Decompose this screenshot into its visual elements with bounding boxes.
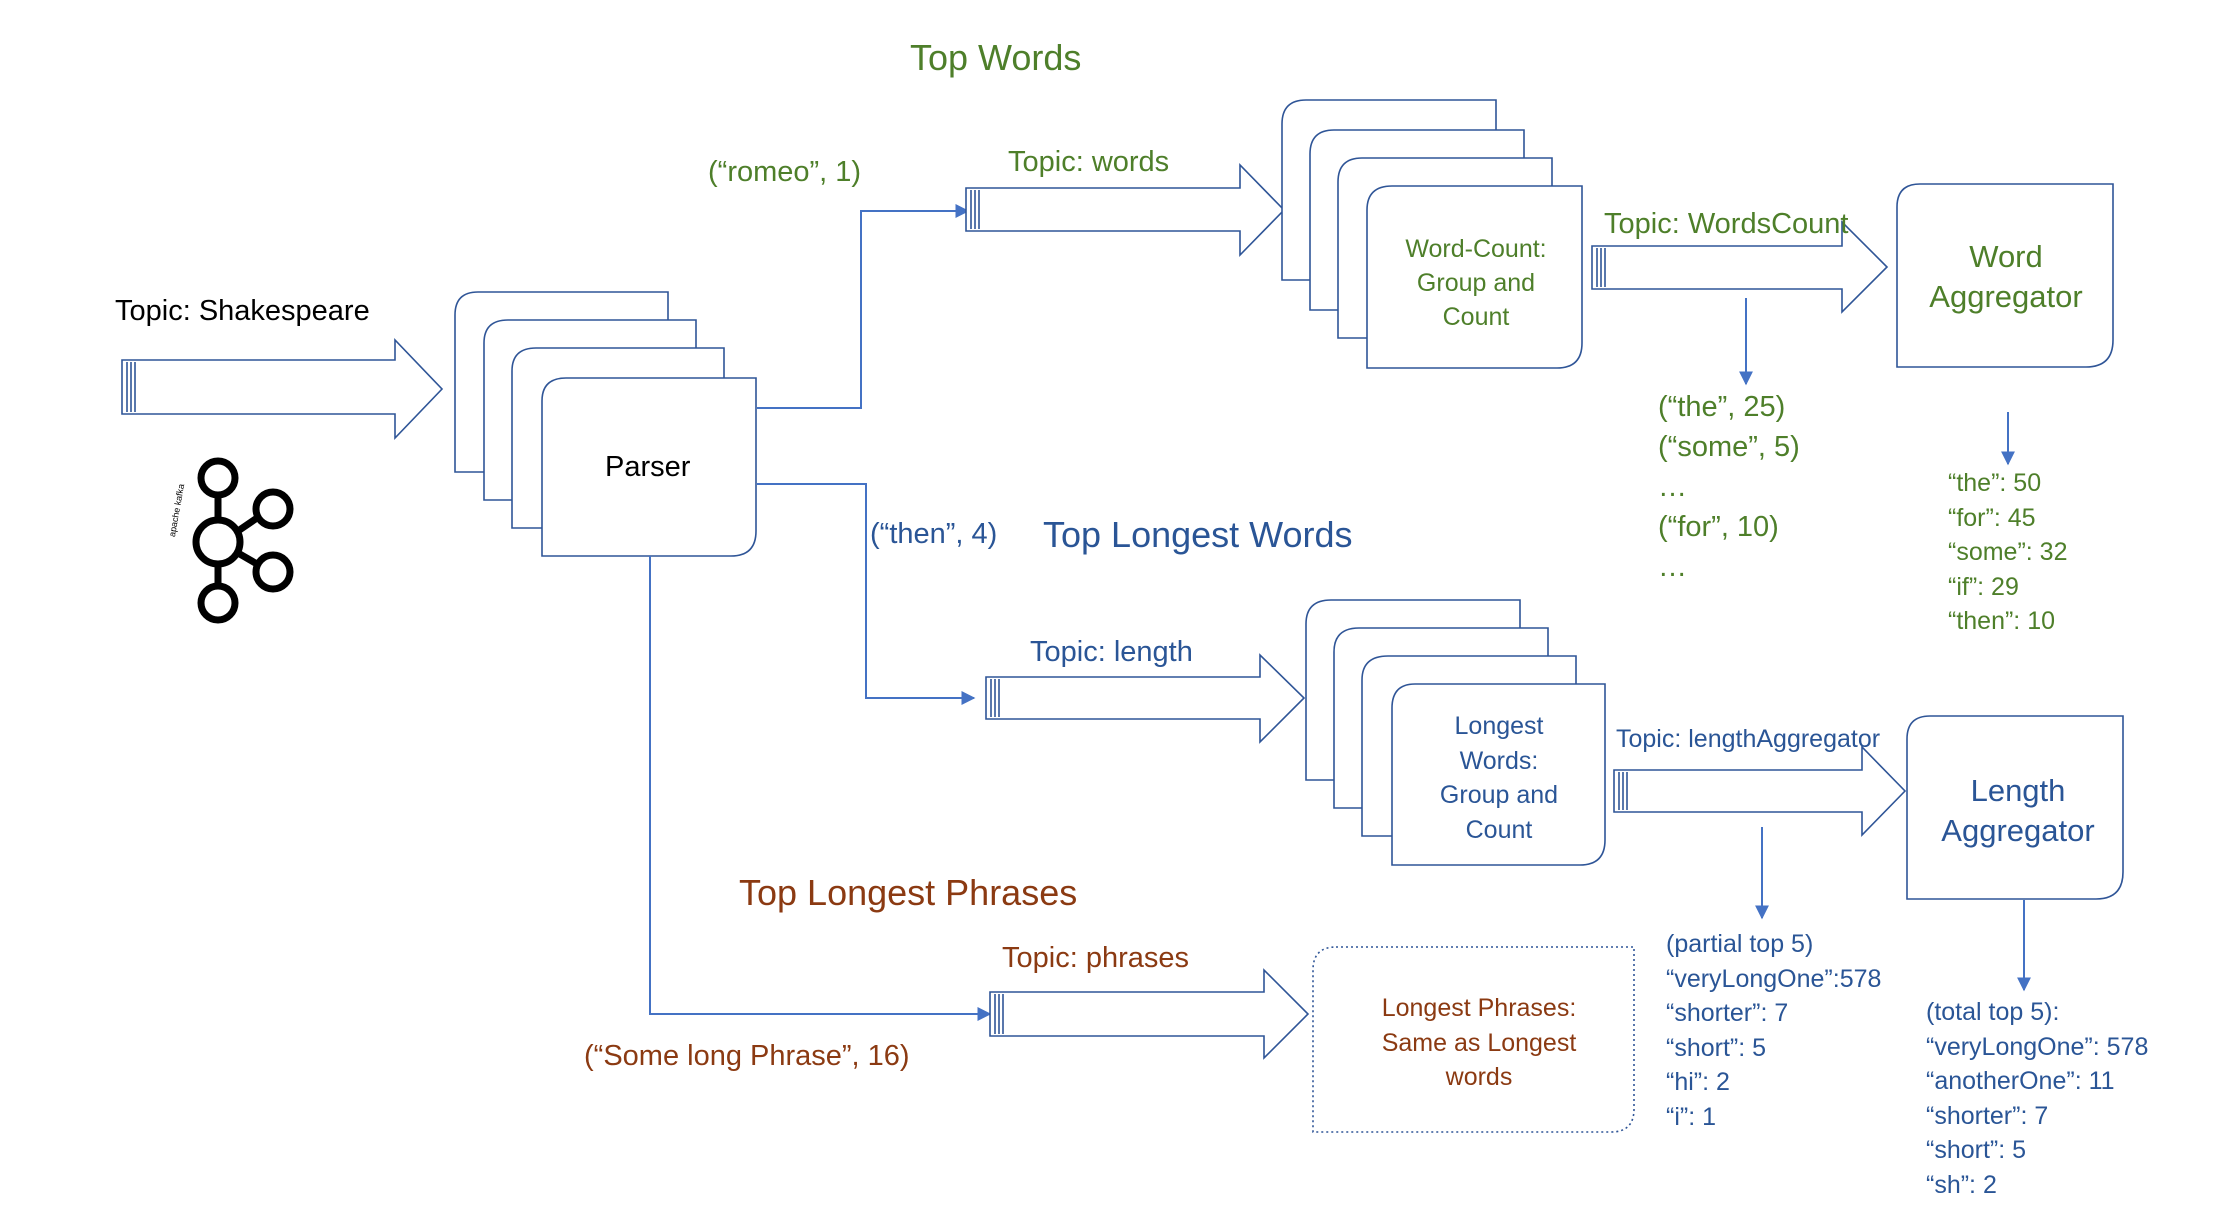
length-topic-arrow	[985, 653, 1306, 744]
wordscount-topic-arrow	[1591, 220, 1889, 314]
longest-words-label: Longest Words: Group and Count	[1439, 712, 1559, 844]
parser-connectors	[649, 204, 2031, 1021]
longest-words-stack	[1305, 599, 1606, 866]
then-edge-label: (“then”, 4)	[870, 518, 998, 550]
words-stream-sample: (“the”, 25) (“some”, 5) … (“for”, 10) …	[1658, 391, 1800, 583]
length-aggregator-result: (total top 5): “veryLongOne”: 578 “anoth…	[1926, 998, 2149, 1199]
wordscount-topic-label: Topic: WordsCount	[1604, 208, 1849, 240]
word-count-label: Word-Count: Group and Count	[1405, 235, 1547, 331]
longest-phrases-label: Longest Phrases: Same as Longest words	[1381, 994, 1577, 1091]
words-topic-arrow	[965, 163, 1286, 257]
length-aggregator-label: Length Aggregator	[1941, 773, 2095, 848]
phrases-topic-arrow	[989, 968, 1310, 1060]
word-count-stack	[1281, 99, 1583, 369]
word-aggregator-label: Word Aggregator	[1929, 239, 2083, 314]
word-aggregator-result: “the”: 50 “for”: 45 “some”: 32 “if”: 29 …	[1948, 469, 2068, 635]
shakespeare-topic-label: Topic: Shakespeare	[115, 295, 370, 327]
apache-kafka-logo	[192, 457, 294, 624]
longest-phrases-box	[1312, 946, 1635, 1133]
word-aggregator-box	[1896, 183, 2114, 368]
romeo-edge-label: (“romeo”, 1)	[708, 156, 862, 188]
lengthaggregator-topic-label: Topic: lengthAggregator	[1616, 725, 1881, 753]
shakespeare-topic-arrow	[121, 338, 444, 440]
length-topic-label: Topic: length	[1030, 636, 1193, 668]
parser-label: Parser	[605, 451, 691, 483]
heading-top-words: Top Words	[910, 37, 1082, 78]
phrase-edge-label: (“Some long Phrase”, 16)	[584, 1040, 910, 1072]
heading-top-longest-words: Top Longest Words	[1043, 514, 1353, 555]
length-aggregator-box	[1906, 715, 2124, 900]
heading-top-longest-phrases: Top Longest Phrases	[739, 872, 1078, 913]
parser-stack	[454, 291, 757, 557]
partial-top5-sample: (partial top 5) “veryLongOne”:578 “short…	[1666, 930, 1882, 1131]
phrases-topic-label: Topic: phrases	[1002, 942, 1189, 974]
lengthaggregator-topic-arrow	[1613, 745, 1907, 837]
words-topic-label: Topic: words	[1008, 146, 1170, 178]
